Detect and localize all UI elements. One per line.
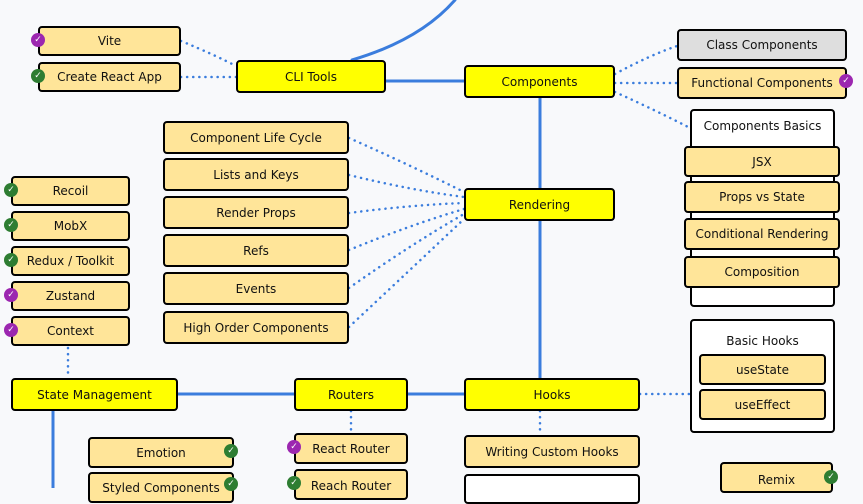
zustand-node[interactable]: Zustand (11, 281, 130, 311)
high-order-components-node[interactable]: High Order Components (163, 311, 349, 344)
events-node[interactable]: Events (163, 272, 349, 305)
done-check-icon: ✓ (224, 444, 238, 458)
dotted-vite-to-cli (179, 39, 238, 68)
use-effect-node[interactable]: useEffect (699, 389, 826, 420)
dotted-renderprops-to-rendering (347, 201, 466, 215)
composition-node[interactable]: Composition (684, 256, 840, 288)
reach-router-node[interactable]: Reach Router (294, 469, 408, 500)
create-react-app-label: Create React App (57, 70, 162, 84)
events-label: Events (235, 281, 277, 296)
done-check-icon: ✓ (4, 218, 18, 232)
lists-and-keys-label: Lists and Keys (213, 167, 299, 182)
line-top-to-cli-tools (350, 0, 457, 62)
redux-toolkit-node[interactable]: Redux / Toolkit (11, 246, 130, 276)
functional-components-label: Functional Components (691, 76, 833, 90)
connector-lines (51, 0, 692, 488)
lists-and-keys-node[interactable]: Lists and Keys (163, 158, 349, 191)
render-props-label: Render Props (216, 205, 296, 220)
writing-custom-hooks-node[interactable]: Writing Custom Hooks (464, 435, 640, 468)
emotion-label: Emotion (136, 445, 186, 460)
mobx-label: MobX (53, 219, 88, 233)
recoil-node[interactable]: Recoil (11, 176, 130, 206)
recommended-check-icon: ✓ (4, 323, 18, 337)
dotted-refs-to-rendering (347, 207, 466, 252)
class-components-node[interactable]: Class Components (677, 29, 847, 61)
emotion-node[interactable]: Emotion (88, 437, 234, 468)
component-life-cycle-label: Component Life Cycle (190, 130, 322, 145)
vite-node[interactable]: Vite (38, 26, 181, 56)
mobx-node[interactable]: MobX (11, 211, 130, 241)
recommended-check-icon: ✓ (839, 74, 853, 88)
reach-router-label: Reach Router (310, 479, 392, 493)
routers-node[interactable]: Routers (294, 378, 408, 411)
conditional-rendering-node[interactable]: Conditional Rendering (684, 218, 840, 250)
state-management-label: State Management (37, 387, 152, 402)
context-label: Context (46, 324, 94, 338)
dotted-lifecycle-to-rendering (347, 136, 466, 194)
done-check-icon: ✓ (31, 69, 45, 83)
dotted-lists-to-rendering (347, 173, 466, 199)
composition-label: Composition (724, 265, 800, 279)
rendering-node[interactable]: Rendering (464, 188, 615, 221)
redux-toolkit-label: Redux / Toolkit (26, 254, 115, 268)
dotted-events-to-rendering (347, 212, 466, 290)
react-router-node[interactable]: React Router (294, 433, 408, 464)
done-check-icon: ✓ (287, 476, 301, 490)
hooks-label: Hooks (533, 387, 571, 402)
done-check-icon: ✓ (824, 470, 838, 484)
react-router-label: React Router (312, 441, 390, 456)
props-vs-state-label: Props vs State (719, 190, 805, 204)
recommended-check-icon: ✓ (287, 440, 301, 454)
remix-node[interactable]: Remix (720, 462, 833, 493)
routers-label: Routers (327, 387, 375, 402)
dotted-components-to-class (613, 44, 679, 76)
create-react-app-node[interactable]: Create React App (38, 62, 181, 92)
render-props-node[interactable]: Render Props (163, 196, 349, 229)
recommended-check-icon: ✓ (31, 33, 45, 47)
props-vs-state-node[interactable]: Props vs State (684, 181, 840, 213)
zustand-label: Zustand (45, 289, 96, 303)
done-check-icon: ✓ (4, 253, 18, 267)
vite-label: Vite (97, 34, 122, 48)
cli-tools-node[interactable]: CLI Tools (236, 60, 386, 93)
custom-hooks-group (464, 474, 640, 504)
use-state-label: useState (735, 362, 789, 377)
refs-label: Refs (243, 243, 269, 258)
class-components-label: Class Components (706, 38, 818, 52)
remix-label: Remix (757, 473, 796, 487)
components-node[interactable]: Components (464, 65, 615, 98)
components-basics-title: Components Basics (703, 119, 822, 133)
hooks-node[interactable]: Hooks (464, 378, 640, 411)
recoil-label: Recoil (52, 184, 89, 198)
conditional-rendering-label: Conditional Rendering (695, 227, 829, 241)
done-check-icon: ✓ (4, 183, 18, 197)
cli-tools-label: CLI Tools (285, 69, 337, 84)
components-label: Components (501, 74, 578, 89)
use-state-node[interactable]: useState (699, 354, 826, 385)
component-life-cycle-node[interactable]: Component Life Cycle (163, 121, 349, 154)
recommended-check-icon: ✓ (4, 288, 18, 302)
context-node[interactable]: Context (11, 316, 130, 346)
jsx-node[interactable]: JSX (684, 146, 840, 177)
state-management-node[interactable]: State Management (11, 378, 178, 411)
basic-hooks-title: Basic Hooks (726, 334, 799, 348)
refs-node[interactable]: Refs (163, 234, 349, 267)
styled-components-label: Styled Components (102, 481, 220, 495)
high-order-components-label: High Order Components (183, 320, 329, 335)
jsx-label: JSX (752, 154, 772, 169)
dotted-hoc-to-rendering (347, 217, 466, 329)
done-check-icon: ✓ (224, 477, 238, 491)
writing-custom-hooks-label: Writing Custom Hooks (485, 444, 619, 459)
use-effect-label: useEffect (734, 397, 791, 412)
rendering-label: Rendering (508, 197, 571, 212)
dotted-components-to-basics (613, 90, 692, 130)
functional-components-node[interactable]: Functional Components (677, 67, 847, 99)
